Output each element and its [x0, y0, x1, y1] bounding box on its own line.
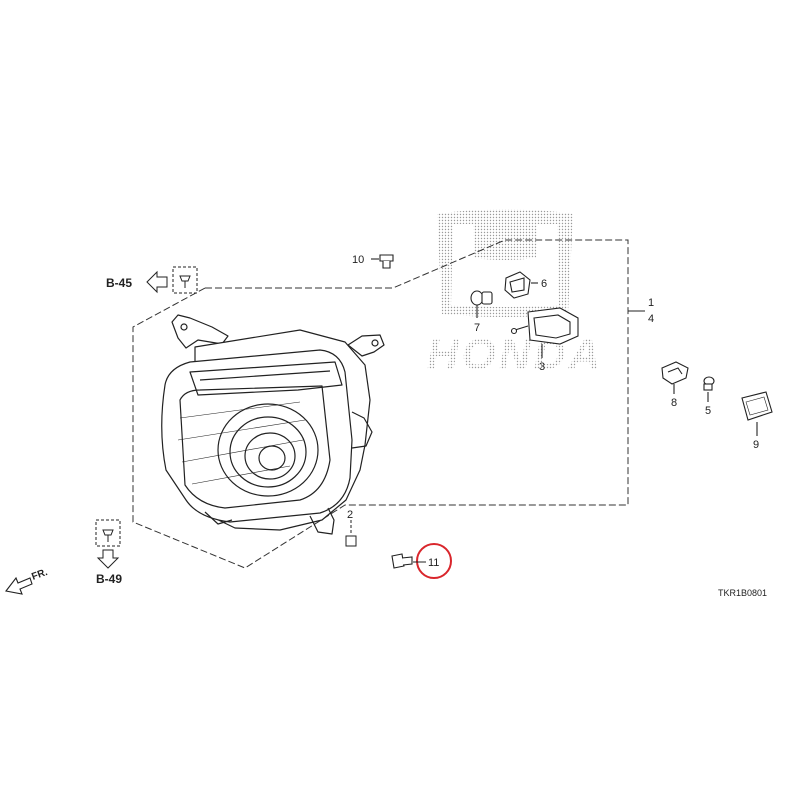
clip-icon — [179, 275, 191, 288]
callout-3: 3 — [539, 361, 545, 373]
part-7-bulb — [470, 290, 493, 318]
part-11-screw — [391, 553, 413, 569]
callout-8: 8 — [671, 397, 677, 409]
front-arrow-icon — [5, 576, 33, 595]
honda-h-logo — [437, 209, 573, 317]
callout-10: 10 — [352, 254, 364, 266]
callout-6: 6 — [541, 278, 547, 290]
callout-4: 4 — [648, 313, 654, 325]
ref-b49-label: B-49 — [96, 572, 122, 586]
highlight-circle — [416, 543, 452, 579]
ref-b49-group: B-49 — [95, 519, 122, 586]
highlighted-part-11[interactable]: 11 — [413, 543, 452, 579]
part-2-clip — [345, 520, 357, 547]
ref-b45-label: B-45 — [106, 276, 132, 290]
part-3-actuator — [510, 307, 579, 358]
callout-numbers: 1 4 2 3 5 6 7 8 9 10 — [347, 254, 759, 521]
part-9-side-lens — [741, 391, 773, 436]
arrow-down-icon — [96, 549, 120, 569]
front-direction-indicator: FR. — [5, 567, 49, 595]
headlight-assembly — [161, 314, 385, 535]
honda-wordmark: HONDA — [427, 330, 603, 379]
part-8-socket — [661, 361, 689, 394]
part-5-bulb — [703, 376, 715, 402]
ref-b45-group: B-45 — [106, 266, 198, 294]
diagram-code: TKR1B0801 — [718, 588, 767, 598]
callout-1: 1 — [648, 297, 654, 309]
arrow-left-icon — [146, 270, 168, 294]
callout-7: 7 — [474, 322, 480, 334]
callout-5: 5 — [705, 405, 711, 417]
part-6-socket — [504, 271, 538, 299]
clip-icon — [102, 529, 114, 542]
front-label: FR. — [30, 567, 49, 583]
callout-9: 9 — [753, 439, 759, 451]
callout-11: 11 — [428, 557, 439, 569]
callout-2: 2 — [347, 509, 353, 521]
part-10-bolt — [371, 254, 394, 269]
